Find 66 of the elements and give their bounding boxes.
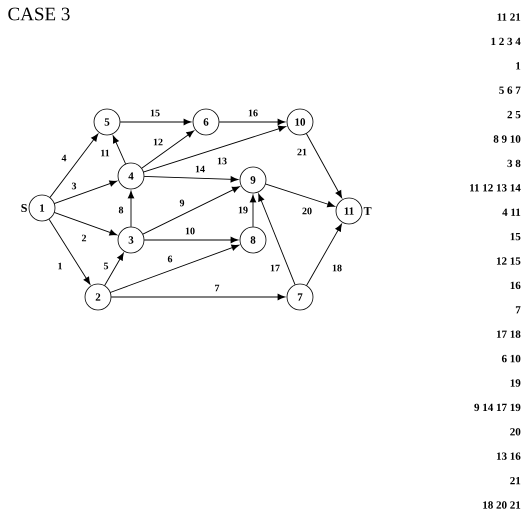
edge-label: 1: [58, 262, 62, 270]
arrow: [144, 176, 238, 182]
number-list-row: 6 10: [502, 354, 520, 362]
number-list-row: 16: [510, 282, 520, 290]
arrow: [110, 294, 286, 300]
number-list-row: 1 2 3 4: [491, 38, 521, 46]
arrow: [54, 212, 118, 236]
edge-label: 20: [302, 208, 312, 214]
arrow: [144, 236, 238, 244]
number-list-row: 9 14 17 19: [474, 404, 520, 412]
number-list-row: 18 20 21: [483, 501, 520, 509]
edge-label: 19: [238, 206, 248, 214]
number-list-row: 17 18: [496, 330, 520, 338]
number-list-row: 5 6 7: [499, 86, 521, 94]
edge-label: 3: [72, 182, 76, 190]
number-list-row: 19: [510, 379, 520, 387]
number-list-row: 1: [516, 62, 520, 70]
edge-label: 11: [101, 150, 110, 156]
edge-label: 15: [150, 110, 160, 116]
title: CASE 3: [8, 8, 70, 20]
number-list-row: 20: [510, 428, 520, 436]
arrow: [48, 218, 90, 285]
edge-label: 17: [270, 264, 280, 272]
arrow: [128, 190, 134, 228]
number-list-row: 12 15: [496, 257, 520, 265]
number-list-row: 13 16: [496, 452, 520, 460]
number-list-row: 8 9 10: [494, 135, 520, 143]
arrow: [104, 252, 124, 286]
number-list-row: 3 8: [507, 160, 520, 168]
edge-label: 10: [186, 228, 195, 234]
number-list-row: 21: [510, 476, 520, 484]
edge-label: 2: [82, 234, 86, 242]
arrow: [141, 130, 194, 169]
arrow: [218, 118, 286, 126]
edge-label: 13: [218, 158, 227, 164]
arrow: [250, 194, 256, 228]
arrow: [258, 194, 296, 285]
node-letter: T: [364, 207, 372, 215]
edge-label: 4: [62, 154, 66, 162]
number-list-row: 4 11: [502, 208, 520, 216]
edge-label: 8: [118, 206, 124, 214]
arrow: [112, 135, 126, 164]
edge-label: 16: [248, 110, 258, 116]
node-letter: S: [21, 204, 27, 212]
edge-label: 18: [332, 264, 342, 272]
arrow: [142, 186, 240, 235]
edge-label: 12: [154, 138, 163, 146]
arrow: [265, 184, 335, 208]
arrow: [110, 244, 240, 293]
arrow: [120, 118, 192, 126]
arrow: [54, 180, 118, 204]
number-list-row: 15: [510, 232, 520, 240]
edge-label: 21: [297, 148, 306, 156]
edge-label: 7: [215, 284, 220, 292]
number-list-row: 2 5: [508, 110, 520, 118]
edge-label: 6: [168, 256, 172, 262]
edge-label: 5: [104, 262, 108, 270]
arrow: [50, 134, 98, 198]
number-list-row: 7: [516, 306, 521, 314]
number-list-row: 11 21: [498, 13, 520, 21]
arrow: [306, 224, 342, 286]
edge-label: 14: [196, 166, 205, 172]
arrow: [306, 133, 342, 198]
number-list-row: 11 12 13 14: [470, 184, 521, 192]
arrow: [143, 126, 286, 172]
edge-label: 9: [180, 200, 184, 206]
